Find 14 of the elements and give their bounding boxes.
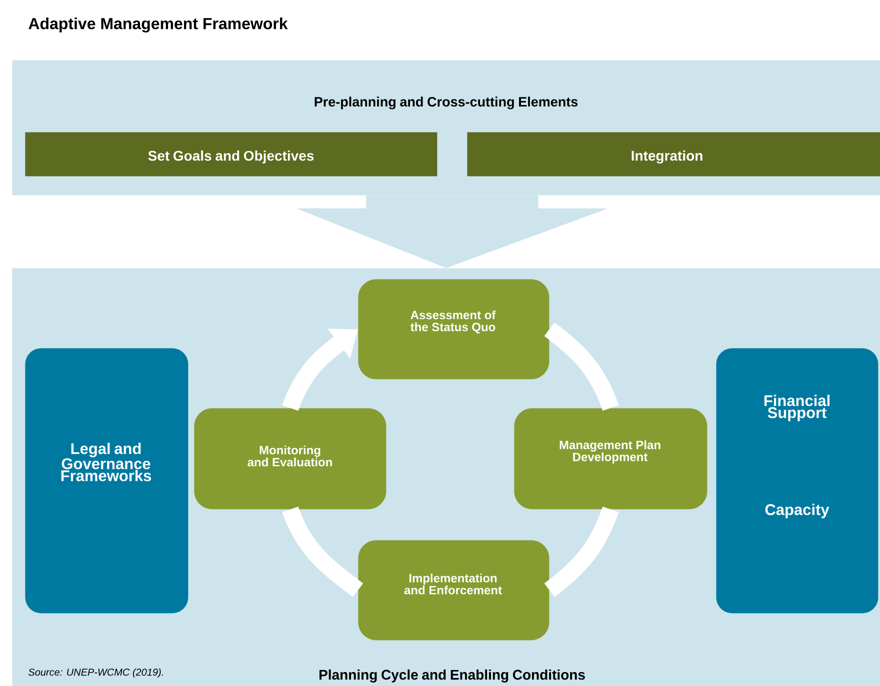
process-box: Monitoring and Evaluation	[194, 408, 386, 510]
heading-bar: Set Goals and Objectives	[25, 132, 438, 176]
condition-box: Financial Support Capacity	[716, 348, 878, 614]
cycle-line	[282, 506, 364, 597]
condition-box: Legal and Governance Frameworks	[25, 348, 188, 614]
source-note: Source: UNEP-WCMC (2019).	[28, 668, 163, 678]
cycle-line	[544, 506, 619, 597]
cycle-line	[544, 322, 619, 411]
title: Adaptive Management Framework	[28, 18, 288, 32]
block-arrow	[296, 195, 608, 268]
process-box: Assessment of the Status Quo	[358, 279, 550, 380]
process-box: Management Plan Development	[514, 408, 708, 510]
heading-bar: Integration	[467, 132, 880, 176]
process-box: Implementation and Enforcement	[358, 540, 550, 640]
